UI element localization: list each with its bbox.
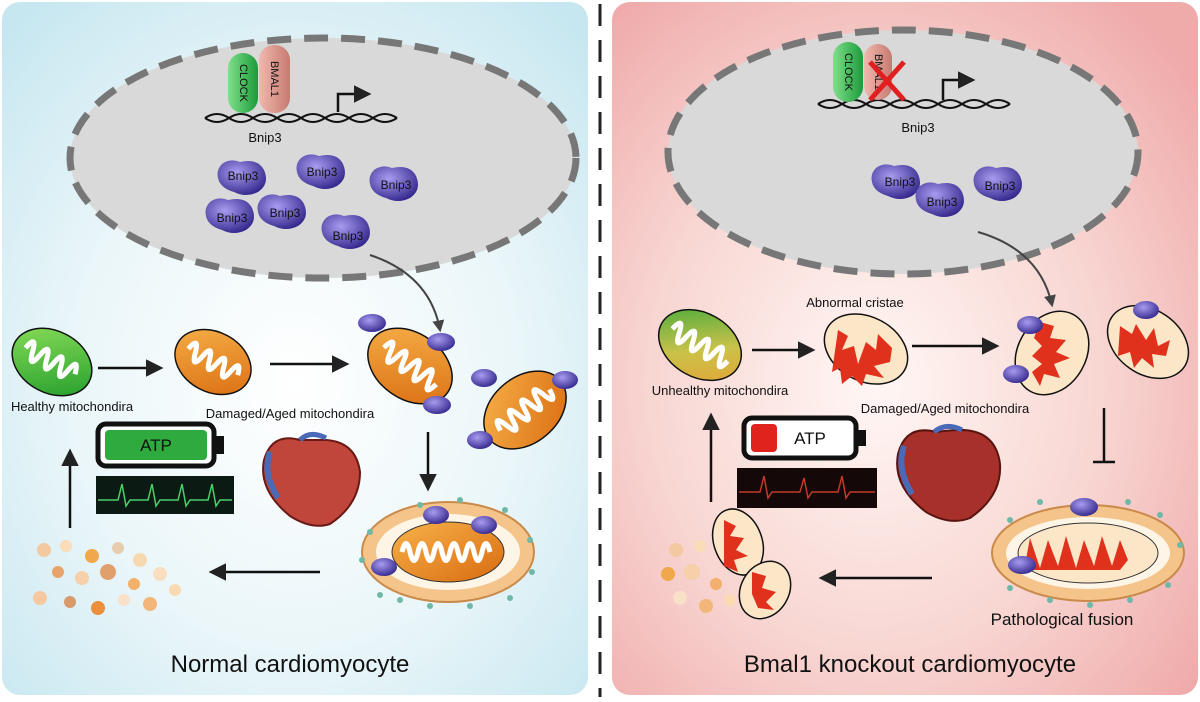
- healthy-label: Healthy mitochondira: [11, 399, 134, 414]
- left-panel-title: Normal cardiomyocyte: [171, 651, 410, 678]
- svg-text:Bnip3: Bnip3: [885, 175, 916, 189]
- bnip3-tagged-abnormal-mitochondrion: [1106, 301, 1190, 380]
- bnip3-protein: Bnip3: [217, 160, 266, 195]
- svg-text:Bnip3: Bnip3: [333, 229, 364, 243]
- gene-label-left: Bnip3: [248, 130, 281, 145]
- nucleus-right: [664, 26, 1142, 278]
- export-arrow-left: [369, 254, 445, 333]
- mitophagosome: [359, 497, 535, 609]
- right-panel-title: Bmal1 knockout cardiomyocyte: [744, 651, 1076, 678]
- unhealthy-label: Unhealthy mitochondira: [652, 383, 789, 398]
- abnormal-cristae-label: Abnormal cristae: [806, 295, 904, 310]
- bnip3-protein: Bnip3: [257, 194, 306, 229]
- clock-protein-right: CLOCK: [833, 42, 863, 102]
- knockout-cross-icon: [868, 60, 906, 102]
- export-arrow-right: [977, 231, 1056, 308]
- bnip3-tagged-mitochondrion: [358, 314, 455, 414]
- bnip3-tagged-mitochondrion: [467, 369, 578, 450]
- degraded-debris-left: [33, 540, 181, 615]
- gene-label-right: Bnip3: [901, 120, 934, 135]
- healthy-mitochondrion: [11, 327, 93, 397]
- heart-illustration-left: [262, 432, 362, 527]
- svg-text:Bnip3: Bnip3: [307, 165, 338, 179]
- ecg-monitor-right: [737, 468, 877, 508]
- bmal1-label: BMAL1: [268, 61, 280, 97]
- fused-mitochondrion: [991, 498, 1185, 608]
- bnip3-protein: Bnip3: [871, 164, 920, 199]
- damaged-label: Damaged/Aged mitochondira: [206, 406, 375, 421]
- heart-illustration-right: [896, 424, 1002, 522]
- inhibition-line: [1093, 408, 1115, 464]
- svg-text:Bnip3: Bnip3: [985, 179, 1016, 193]
- atp-battery-low: ATP: [741, 415, 866, 461]
- abnormal-mitochondrion: [823, 313, 909, 386]
- clock-label: CLOCK: [237, 64, 249, 103]
- svg-text:Bnip3: Bnip3: [381, 178, 412, 192]
- bnip3-protein: Bnip3: [973, 166, 1022, 201]
- atp-label-left: ATP: [140, 436, 172, 455]
- bnip3-protein: Bnip3: [369, 166, 418, 201]
- atp-battery-full: ATP: [95, 421, 224, 469]
- bnip3-protein: Bnip3: [296, 154, 345, 189]
- degraded-abnormal-mitochondrion: [711, 508, 792, 620]
- bmal1-protein-left: BMAL1: [259, 45, 290, 113]
- svg-text:Bnip3: Bnip3: [228, 169, 259, 183]
- damaged-label-right: Damaged/Aged mitochondira: [861, 401, 1030, 416]
- atp-label-right: ATP: [794, 429, 826, 448]
- dna-strand-left: [204, 113, 398, 123]
- svg-text:CLOCK: CLOCK: [842, 53, 854, 92]
- ecg-monitor-left: [96, 476, 234, 514]
- svg-text:Bnip3: Bnip3: [217, 211, 248, 225]
- unhealthy-mitochondrion: [657, 308, 743, 382]
- svg-text:Bnip3: Bnip3: [270, 206, 301, 220]
- damaged-mitochondrion: [174, 328, 252, 396]
- pathological-fusion-label: Pathological fusion: [991, 610, 1134, 629]
- bnip3-protein: Bnip3: [205, 198, 254, 233]
- transcription-start-arrow-right: [941, 71, 976, 100]
- degraded-debris-right: [661, 540, 736, 613]
- svg-text:Bnip3: Bnip3: [927, 195, 958, 209]
- bnip3-tagged-abnormal-mitochondrion: [1003, 310, 1090, 396]
- transcription-start-arrow-left: [336, 85, 372, 112]
- clock-protein-left: CLOCK: [228, 53, 258, 113]
- bnip3-protein: Bnip3: [321, 214, 370, 249]
- bnip3-protein: Bnip3: [915, 182, 964, 217]
